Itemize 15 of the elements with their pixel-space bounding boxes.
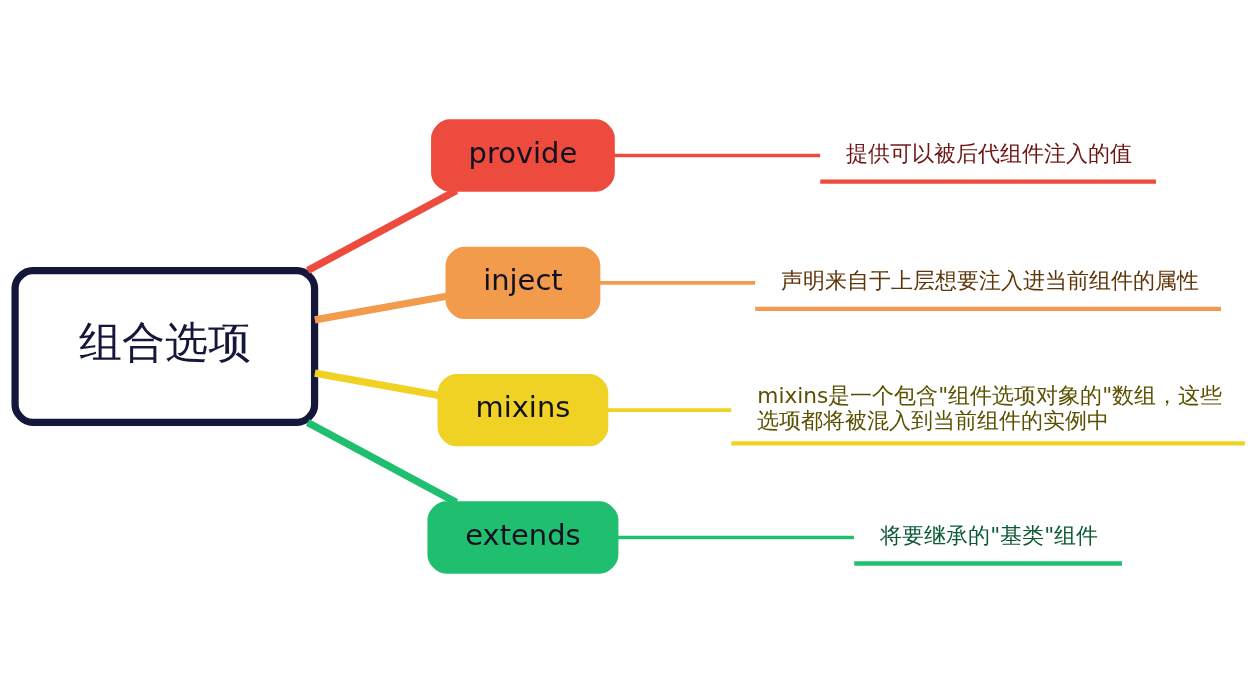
connector — [599, 281, 756, 285]
node-box: provide — [431, 119, 615, 192]
node-box: mixins — [437, 374, 609, 447]
connector — [314, 292, 448, 324]
node-text: 提供可以被后代组件注入的值 — [846, 140, 1133, 166]
node-text: mixins是一个包含"组件选项对象的"数组，这些选项都将被混入到当前组件的实例中 — [757, 382, 1223, 433]
node-box: inject — [445, 246, 601, 319]
node-text: 将要继承的"基类"组件 — [880, 522, 1099, 548]
connector — [613, 153, 821, 158]
node-box: 组合选项 — [11, 266, 319, 427]
connector — [607, 408, 732, 412]
connector — [617, 535, 854, 540]
connector — [314, 369, 440, 399]
node-box: extends — [427, 501, 619, 574]
node-text: 声明来自于上层想要注入进当前组件的属性 — [781, 267, 1200, 293]
